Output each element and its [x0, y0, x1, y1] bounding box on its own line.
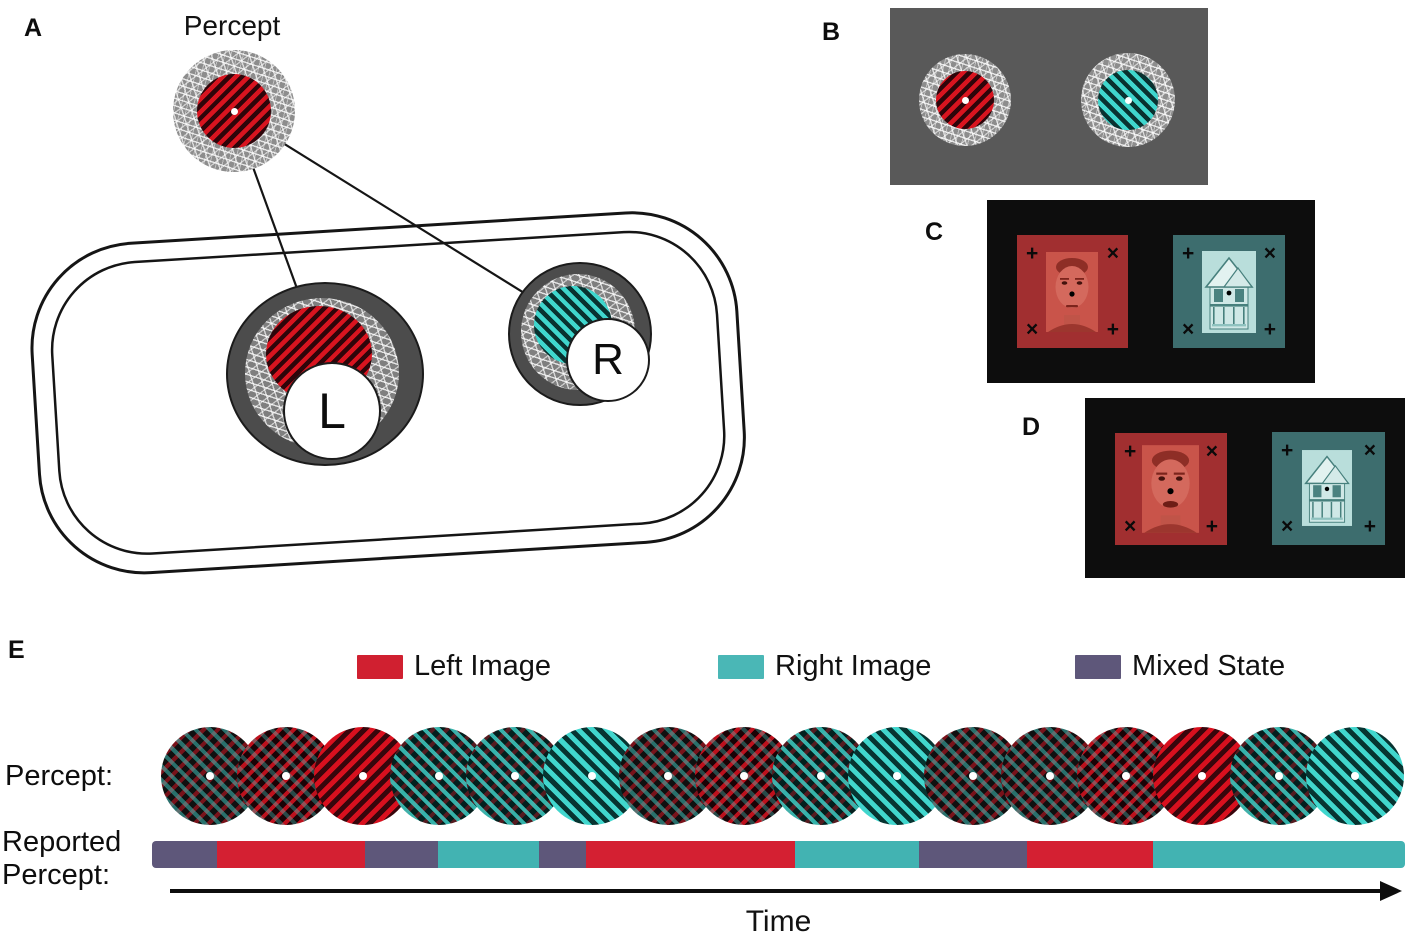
legend-item-mixed-state: Mixed State — [1075, 650, 1285, 683]
reported-label-line2: Percept: — [2, 859, 110, 891]
left-eye-label-circle: L — [283, 362, 381, 460]
reported-segment-5-mixed — [539, 841, 586, 868]
corner-marker-br: + — [1106, 318, 1119, 341]
corner-marker-tr: × — [1205, 440, 1218, 463]
percept-disc-ring — [173, 50, 295, 172]
corner-marker-tl: + — [1124, 440, 1137, 463]
corner-marker-br: + — [1205, 515, 1218, 538]
d-left-stimulus-square: + × × + — [1115, 433, 1227, 545]
reported-segment-7-right — [794, 841, 919, 868]
panel-c-screen: + × × + + × × + — [987, 200, 1315, 383]
right-eye-label: R — [592, 335, 624, 384]
percept-title: Percept — [183, 10, 281, 41]
legend-item-right-image: Right Image — [718, 650, 931, 683]
reported-segment-6-left — [585, 841, 795, 868]
sightline-right — [232, 111, 575, 325]
panel-c-label: C — [925, 218, 944, 246]
reported-segment-3-mixed — [364, 841, 438, 868]
mixed-state-swatch — [1075, 654, 1121, 679]
b-right-teal-grating — [1098, 70, 1158, 130]
face-photograph — [1142, 445, 1199, 533]
percept-disc-11-mixed — [924, 727, 1023, 825]
percept-disc-row — [161, 727, 1411, 825]
reported-segment-1-mixed — [152, 841, 218, 868]
corner-marker-tl: + — [1026, 242, 1039, 265]
right-image-swatch — [718, 654, 764, 679]
percept-row-label: Percept: — [5, 760, 113, 792]
corner-marker-tl: + — [1182, 242, 1195, 265]
panel-d-label: D — [1022, 413, 1041, 441]
reported-percept-row-label: Reported Percept: — [2, 826, 121, 892]
percept-disc-16-teal — [1305, 727, 1404, 825]
reported-segment-10-right — [1153, 841, 1405, 868]
corner-marker-bl: × — [1281, 515, 1294, 538]
goggles-outer-outline — [30, 211, 746, 575]
legend-label-left-image: Left Image — [414, 650, 552, 682]
reported-segment-9-left — [1026, 841, 1154, 868]
legend-label-mixed-state: Mixed State — [1132, 650, 1286, 682]
panel-a-label: A — [24, 14, 43, 42]
legend-label-right-image: Right Image — [775, 650, 932, 682]
fixation-dot — [1324, 486, 1330, 492]
legend-item-left-image: Left Image — [357, 650, 551, 683]
b-left-red-grating — [936, 71, 994, 129]
time-arrow-head-icon — [1380, 881, 1402, 901]
reported-percept-bar — [152, 841, 1405, 868]
time-arrow-line — [170, 889, 1382, 893]
house-photograph — [1202, 251, 1256, 333]
reported-segment-8-mixed — [918, 841, 1027, 868]
corner-marker-bl: × — [1026, 318, 1039, 341]
corner-marker-br: + — [1263, 318, 1276, 341]
left-image-swatch — [357, 654, 403, 679]
goggles-inner-outline — [50, 230, 726, 555]
fixation-dot — [1167, 488, 1174, 495]
percept-disc-red-grating — [197, 74, 271, 148]
fixation-dot — [1226, 290, 1232, 296]
house-photograph — [1302, 450, 1352, 526]
face-photograph — [1046, 252, 1098, 332]
panel-d-screen: + × × + + × × + — [1085, 398, 1405, 578]
corner-marker-tr: × — [1263, 242, 1276, 265]
panel-e-label: E — [8, 636, 25, 664]
c-left-stimulus-square: + × × + — [1017, 235, 1128, 348]
reported-segment-2-left — [217, 841, 365, 868]
corner-marker-tr: × — [1106, 242, 1119, 265]
corner-marker-bl: × — [1182, 318, 1195, 341]
reported-segment-4-right — [437, 841, 540, 868]
time-axis-label: Time — [745, 905, 812, 938]
corner-marker-bl: × — [1124, 515, 1137, 538]
stereoscope-outline-and-sightlines — [30, 111, 746, 575]
corner-marker-tl: + — [1281, 439, 1294, 462]
fixation-dot — [1069, 291, 1075, 297]
corner-marker-br: + — [1363, 515, 1376, 538]
left-eye-label: L — [318, 383, 346, 439]
panel-b-label: B — [822, 18, 841, 46]
corner-marker-tr: × — [1363, 439, 1376, 462]
reported-label-line1: Reported — [2, 826, 122, 858]
right-eye-label-circle: R — [566, 318, 650, 402]
b-right-ring — [1081, 53, 1175, 147]
b-left-ring — [919, 54, 1011, 146]
d-right-stimulus-square: + × × + — [1272, 432, 1385, 545]
panel-b-screen — [890, 8, 1208, 185]
c-right-stimulus-square: + × × + — [1173, 235, 1285, 348]
